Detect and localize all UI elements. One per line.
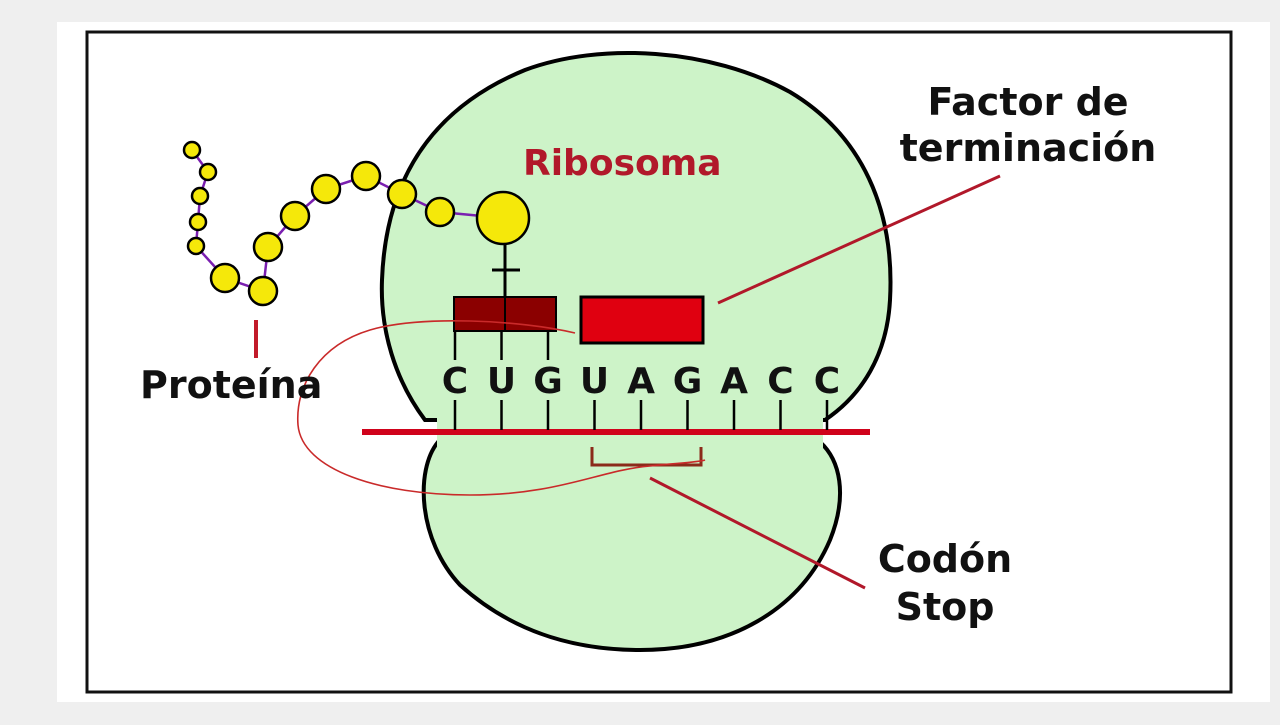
mrna-base-letter: C xyxy=(814,361,840,402)
mrna-base-letter: G xyxy=(533,361,563,402)
amino-acid-bead xyxy=(424,196,456,228)
amino-acid-bead xyxy=(310,173,342,205)
amino-acid-bead xyxy=(188,212,208,232)
amino-acids xyxy=(182,140,531,307)
ribosome-label: Ribosoma xyxy=(523,143,722,184)
ribosome-small-subunit xyxy=(421,440,842,653)
mrna-base-letter: A xyxy=(627,361,655,402)
protein-label: Proteína xyxy=(140,363,322,407)
mrna-base-letter: A xyxy=(720,361,748,402)
stop-codon-label-line1: Codón xyxy=(878,537,1012,581)
release-factor-label-line2: terminación xyxy=(900,126,1157,170)
mrna-base-letter: U xyxy=(580,361,609,402)
stop-codon-pointer xyxy=(649,476,866,590)
mrna-base-letter: C xyxy=(442,361,468,402)
stop-codon-label-line2: Stop xyxy=(896,585,995,629)
amino-acid-bead xyxy=(186,236,206,256)
mrna-base-letter: G xyxy=(673,361,703,402)
amino-acid-bead xyxy=(247,275,279,307)
stop-codon-bracket xyxy=(590,447,703,467)
diagram-frame xyxy=(85,30,1233,694)
amino-acid-bead xyxy=(279,200,311,232)
release-factor-label-line1: Factor de xyxy=(927,80,1128,124)
mrna-base-ticks xyxy=(453,331,829,430)
mrna-base-letter: C xyxy=(767,361,793,402)
amino-acid-bead xyxy=(198,162,218,182)
release-factor-block xyxy=(579,295,705,345)
handdrawn-annotation-loop xyxy=(297,320,706,496)
amino-acid-bead xyxy=(350,160,382,192)
mrna-base-letter: U xyxy=(487,361,516,402)
amino-acid-bead xyxy=(386,178,418,210)
release-factor-pointer xyxy=(717,174,1001,305)
amino-acid-bead xyxy=(190,186,210,206)
amino-acid-bead xyxy=(252,231,284,263)
amino-acid-bead xyxy=(182,140,202,160)
amino-acid-bead-terminal xyxy=(475,190,531,246)
amino-acid-bead xyxy=(209,262,241,294)
